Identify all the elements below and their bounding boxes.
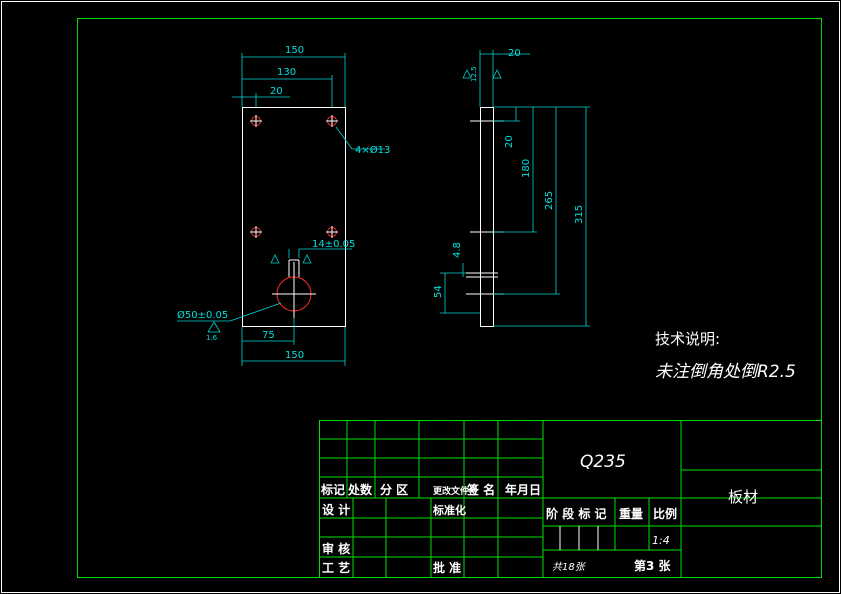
stage-mark-boxes (559, 526, 599, 550)
dim-hole-spacing: 130 (277, 67, 296, 78)
side-dimensions (440, 50, 590, 327)
keyway (272, 259, 316, 318)
surface-finish: 1.6 (206, 334, 218, 342)
finish-top: 12.5 (470, 66, 478, 82)
dim-keyway: 14±0.05 (312, 239, 355, 250)
dim-4-8: 4.8 (452, 242, 463, 258)
tech-notes-title: 技术说明: (655, 330, 720, 348)
scale-value: 1:4 (652, 534, 670, 547)
dim-hole-offset: 20 (270, 86, 283, 97)
lbl-design: 设 计 (322, 502, 350, 517)
dim-bore: Ø50±0.05 (177, 309, 228, 321)
dim-265: 265 (544, 191, 555, 210)
hole-centerlines (250, 115, 338, 238)
hdr-zone: 分 区 (380, 482, 408, 497)
dim-thickness: 20 (508, 48, 521, 59)
lbl-approve: 批 准 (433, 560, 461, 575)
part-name: 板材 (728, 488, 758, 506)
dim-54: 54 (433, 285, 444, 298)
hdr-doc: 更改文件号 (433, 485, 478, 497)
lbl-process: 工 艺 (322, 560, 350, 575)
dim-overall-top: 150 (285, 45, 304, 56)
dim-bore-center: 75 (262, 330, 275, 341)
tech-notes-line1: 未注倒角处倒R2.5 (655, 362, 796, 382)
hdr-date: 年月日 (505, 482, 541, 497)
dim-20: 20 (504, 135, 515, 148)
dim-holes: 4×Ø13 (355, 144, 390, 156)
side-hidden-lines (466, 120, 504, 295)
hdr-mark: 标记 (320, 482, 345, 497)
side-view: 20 12.5 20 180 265 315 4.8 54 (433, 48, 590, 327)
hdr-count: 处数 (347, 482, 373, 497)
dim-180: 180 (521, 159, 532, 178)
front-view: 150 130 20 4×Ø13 14±0.05 Ø50±0.05 75 150… (177, 45, 390, 366)
front-dimensions (177, 53, 385, 366)
lbl-standard: 标准化 (432, 503, 466, 517)
total-sheets: 共18张 (552, 561, 587, 573)
material: Q235 (580, 452, 626, 472)
lbl-scale: 比例 (653, 506, 677, 521)
lbl-review: 审 核 (322, 541, 350, 556)
dim-overall-bottom: 150 (285, 350, 304, 361)
dim-315: 315 (574, 205, 585, 224)
lbl-stage: 阶 段 标 记 (546, 506, 607, 521)
sheet-no: 第3 张 (634, 558, 672, 573)
hdr-sign: 签 名 (466, 482, 495, 497)
lbl-weight: 重量 (619, 506, 643, 521)
title-block-grid (319, 420, 822, 578)
side-outline (480, 107, 494, 327)
